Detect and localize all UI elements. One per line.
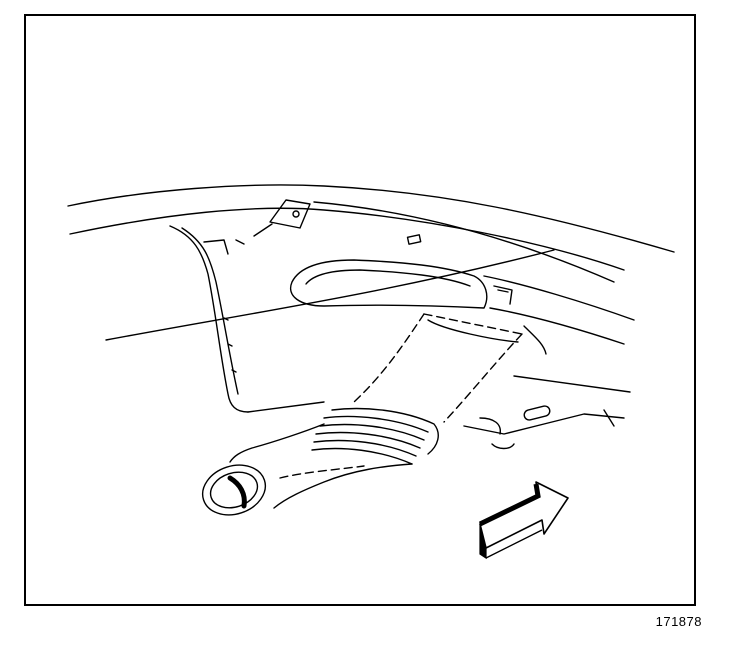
left-panel-outer <box>169 225 249 413</box>
duct-outlet-opening <box>289 259 488 309</box>
floor-line <box>247 401 325 413</box>
dash-top-line <box>69 207 625 271</box>
vent-slot <box>406 234 422 245</box>
nozzle-outer <box>201 464 267 516</box>
left-panel-inner <box>181 227 239 395</box>
illustration-frame <box>24 14 696 606</box>
dash-inner-line <box>313 201 615 283</box>
elbow-top <box>229 423 325 463</box>
line-art-illustration <box>24 14 696 606</box>
bracket-hole <box>292 210 300 218</box>
border <box>24 14 696 606</box>
accordion-outer <box>331 407 439 455</box>
dash-surface-line <box>105 249 555 341</box>
forward-arrow-icon <box>478 481 569 560</box>
elbow-bottom <box>273 463 413 509</box>
connector <box>523 405 551 421</box>
duct-top-dashed <box>423 313 523 335</box>
nozzle-inner <box>209 471 259 509</box>
figure-id-label: 171878 <box>655 614 702 629</box>
cowl-top-line <box>67 184 675 253</box>
bracket <box>269 199 311 229</box>
wire-line <box>463 413 625 435</box>
